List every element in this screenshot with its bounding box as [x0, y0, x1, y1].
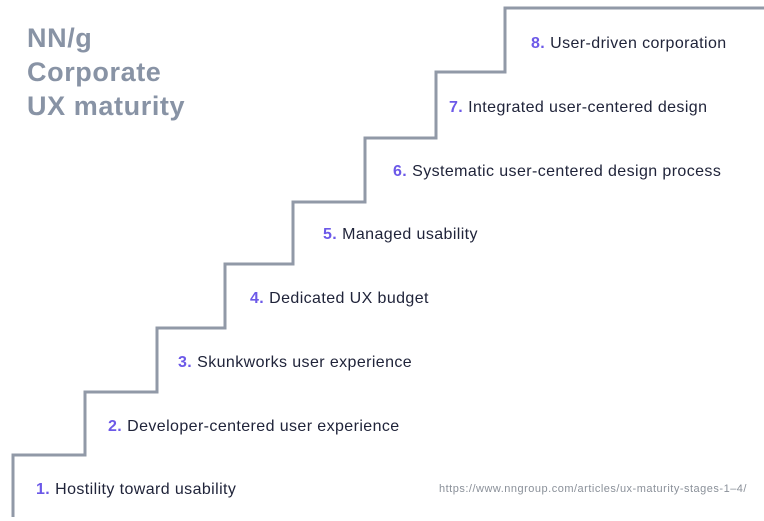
step-number-6: 6. — [393, 163, 408, 180]
staircase-line — [11, 6, 764, 517]
step-number-2: 2. — [108, 418, 123, 435]
diagram-title: NN/g Corporate UX maturity — [27, 21, 185, 123]
title-line-3: UX maturity — [27, 91, 186, 121]
step-label-6: 6.Systematic user-centered design proces… — [393, 162, 721, 182]
step-text-6: Systematic user-centered design process — [412, 163, 722, 180]
step-number-4: 4. — [250, 290, 265, 307]
step-number-3: 3. — [178, 354, 193, 371]
step-label-4: 4.Dedicated UX budget — [250, 289, 429, 309]
step-number-1: 1. — [36, 481, 51, 498]
title-line-1: NN/g — [27, 23, 93, 53]
step-label-2: 2.Developer-centered user experience — [108, 417, 400, 437]
step-text-5: Managed usability — [342, 226, 478, 243]
step-label-3: 3.Skunkworks user experience — [178, 353, 412, 373]
step-text-4: Dedicated UX budget — [269, 290, 429, 307]
step-text-1: Hostility toward usability — [55, 481, 237, 498]
step-label-8: 8.User-driven corporation — [531, 34, 727, 54]
step-number-5: 5. — [323, 226, 338, 243]
step-text-7: Integrated user-centered design — [468, 99, 708, 116]
step-number-8: 8. — [531, 35, 546, 52]
step-number-7: 7. — [449, 99, 464, 116]
step-label-7: 7.Integrated user-centered design — [449, 98, 707, 118]
source-url: https://www.nngroup.com/articles/ux-matu… — [438, 483, 747, 495]
step-text-3: Skunkworks user experience — [197, 354, 413, 371]
step-text-8: User-driven corporation — [550, 35, 727, 52]
step-label-5: 5.Managed usability — [323, 225, 478, 245]
title-line-2: Corporate — [27, 57, 162, 87]
step-text-2: Developer-centered user experience — [127, 418, 400, 435]
step-label-1: 1.Hostility toward usability — [36, 480, 236, 500]
